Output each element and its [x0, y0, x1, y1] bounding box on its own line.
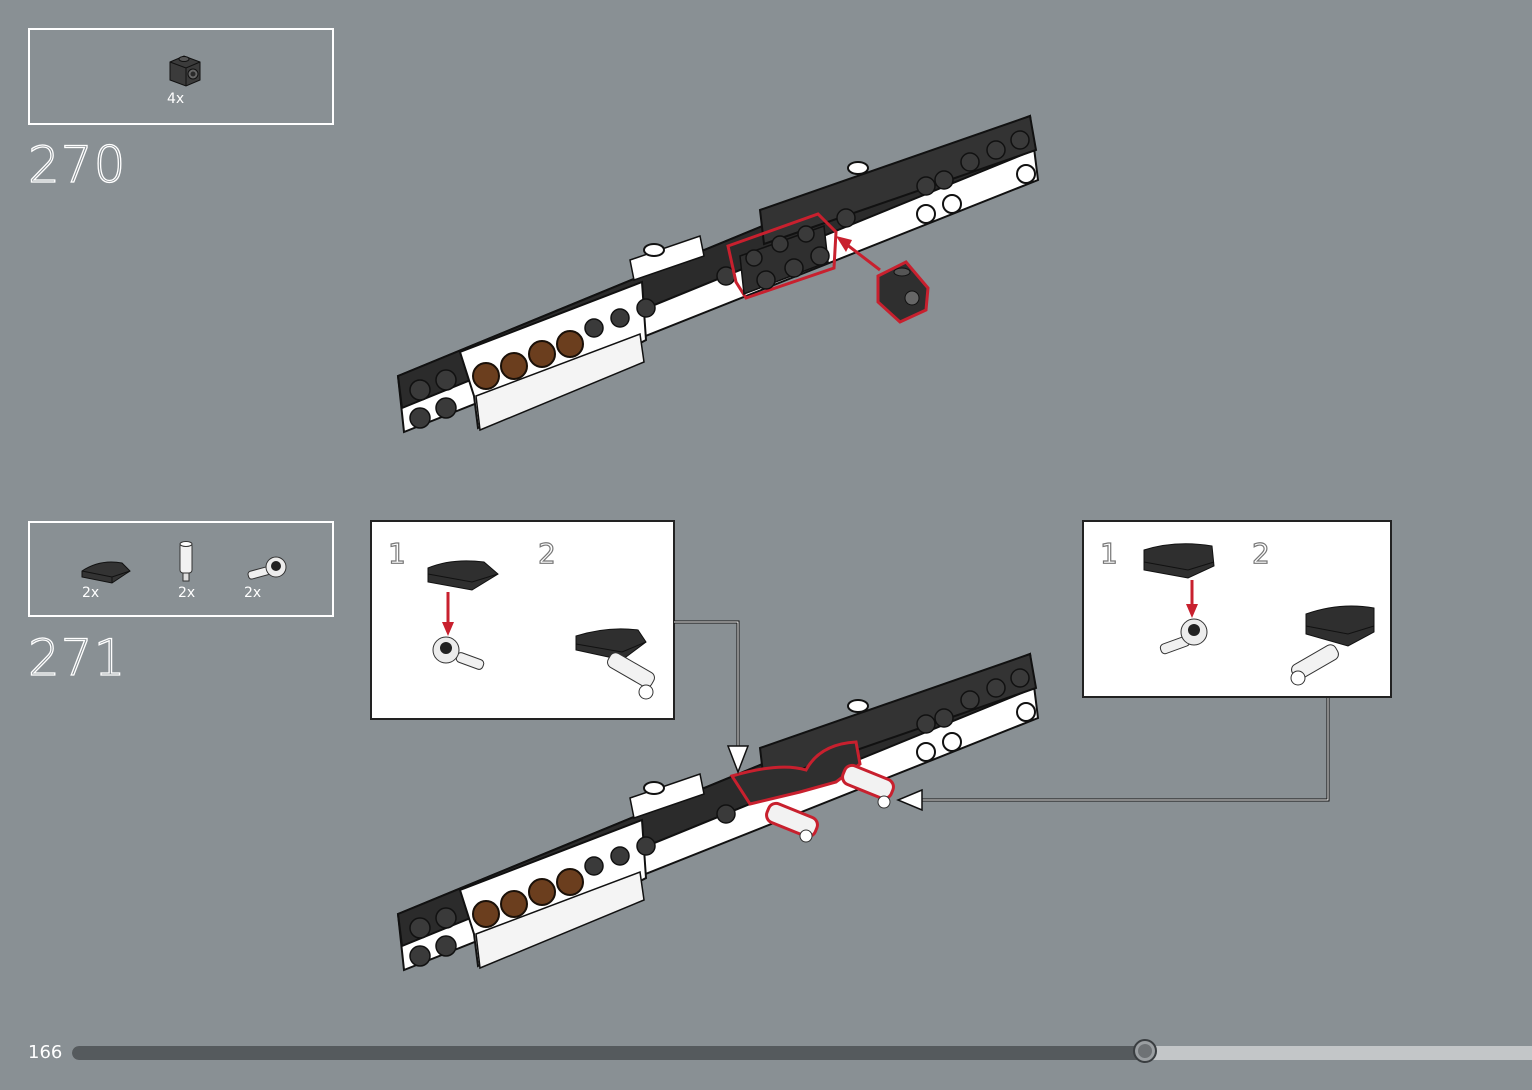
build-progress-knob: [1133, 1039, 1157, 1063]
build-progress-fill: [72, 1046, 1145, 1060]
build-progress-bar: [72, 1046, 1532, 1060]
page-number: 166: [28, 1042, 62, 1063]
callout-left-leader: [674, 622, 738, 750]
